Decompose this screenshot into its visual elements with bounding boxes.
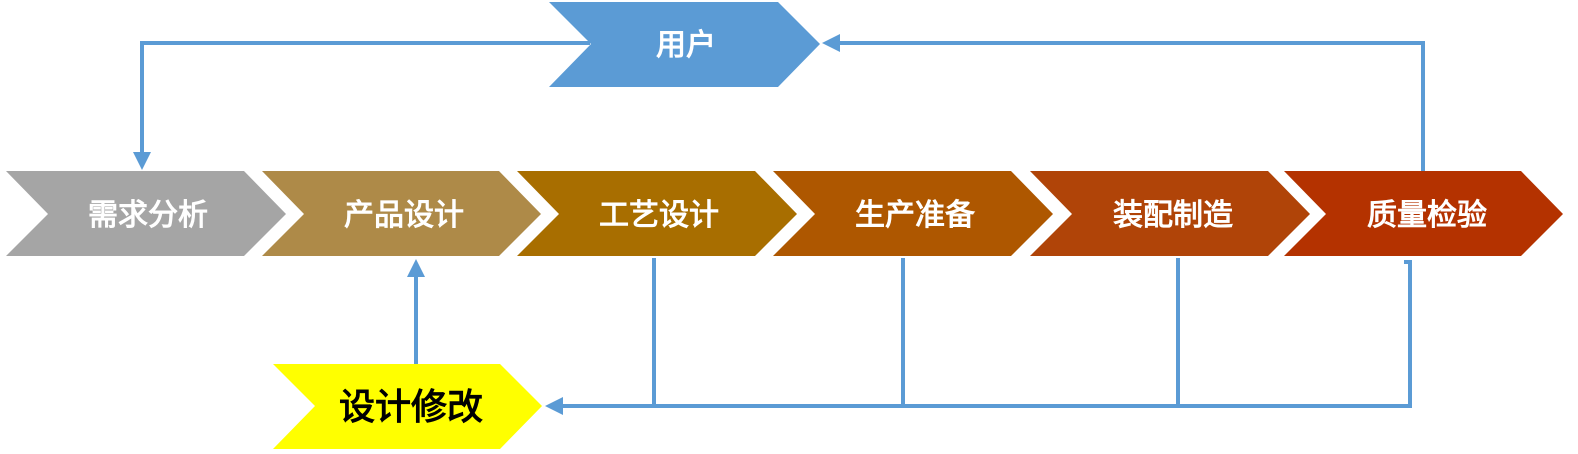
stage-product-design: 产品设计 [262, 171, 541, 256]
stage-chevron-shape [773, 171, 1053, 256]
user-chevron-shape [549, 2, 820, 87]
stage-quality-inspection: 质量检验 [1284, 171, 1563, 256]
design-arrowhead [407, 259, 425, 277]
revision-node: 设计修改 [273, 364, 542, 449]
user-label: 用户 [656, 28, 716, 63]
revision-arrowhead [545, 397, 563, 415]
stage-label: 质量检验 [1367, 198, 1487, 233]
stage-label: 需求分析 [88, 198, 208, 233]
revision-label: 设计修改 [339, 387, 483, 428]
quality-to-user-connector [838, 41, 1425, 172]
stage-chevron-shape [6, 171, 286, 256]
stage-requirements-analysis: 需求分析 [6, 171, 286, 256]
revision-chevron-shape [273, 364, 542, 449]
stage-assembly-manufacturing: 装配制造 [1030, 171, 1310, 256]
user-node: 用户 [549, 2, 820, 87]
user-arrowhead [822, 34, 840, 52]
stage-chevron-shape [1284, 171, 1563, 256]
stage-chevron-shape [1030, 171, 1310, 256]
user-to-requirements-connector [140, 41, 590, 155]
stage-label: 产品设计 [344, 198, 464, 233]
stage-label: 工艺设计 [599, 198, 719, 233]
stage-process-design: 工艺设计 [517, 171, 797, 256]
stage-label: 生产准备 [855, 198, 976, 233]
inspection-to-revision-connector [562, 260, 1412, 408]
stage-chevron-shape [262, 171, 541, 256]
stage-chevron-shape [517, 171, 797, 256]
stage-production-preparation: 生产准备 [773, 171, 1053, 256]
stage-label: 装配制造 [1113, 198, 1233, 233]
requirements-arrowhead [133, 152, 151, 170]
